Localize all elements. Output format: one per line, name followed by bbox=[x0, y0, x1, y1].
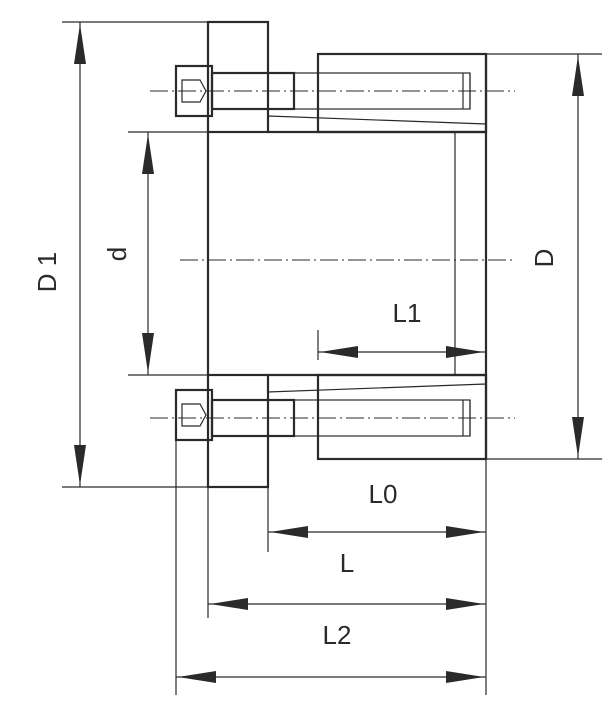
label-d: d bbox=[102, 247, 132, 261]
label-L1: L1 bbox=[393, 298, 422, 328]
dim-D1 bbox=[74, 22, 86, 487]
dim-L1 bbox=[318, 346, 486, 358]
label-D1: D 1 bbox=[32, 252, 62, 292]
flange bbox=[206, 20, 270, 489]
label-L0: L0 bbox=[369, 479, 398, 509]
inner-cone-rings bbox=[267, 115, 487, 393]
label-L2: L2 bbox=[323, 620, 352, 650]
dim-D bbox=[572, 54, 584, 459]
extension-lines bbox=[62, 21, 602, 695]
dim-L2 bbox=[208, 598, 486, 610]
center-lines bbox=[150, 90, 515, 419]
dim-L-total bbox=[176, 671, 486, 683]
bolt-bottom bbox=[174, 388, 471, 442]
label-D: D bbox=[529, 249, 559, 268]
dim-d bbox=[142, 132, 154, 375]
label-L: L bbox=[340, 548, 354, 578]
dim-L bbox=[268, 526, 486, 538]
outer-hub bbox=[316, 52, 488, 461]
